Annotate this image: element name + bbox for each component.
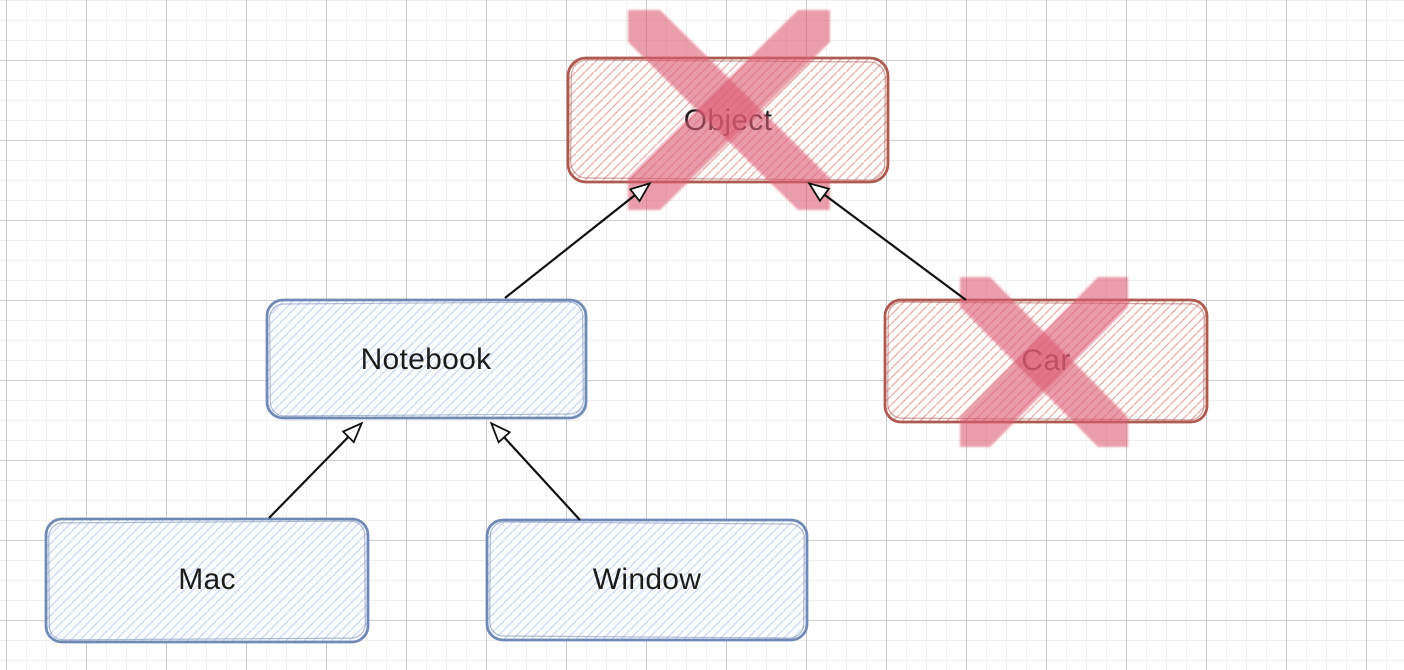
arrow-mac-to-notebook[interactable] xyxy=(268,424,361,519)
node-window-label[interactable]: Window xyxy=(592,563,702,596)
node-notebook[interactable] xyxy=(265,298,588,420)
node-notebook-label[interactable]: Notebook xyxy=(360,343,492,376)
cross-out-car-icon[interactable] xyxy=(960,277,1128,447)
node-mac-shape[interactable] xyxy=(44,517,370,644)
arrow-window-to-notebook[interactable] xyxy=(492,424,581,521)
node-mac[interactable] xyxy=(44,517,370,644)
node-notebook-sketch-stroke xyxy=(269,301,584,417)
node-window[interactable] xyxy=(485,518,809,642)
cross-bar-falling xyxy=(628,10,830,210)
arrow-notebook-to-object[interactable] xyxy=(504,184,649,299)
cross-out-object-icon[interactable] xyxy=(628,10,830,210)
node-object-sketch-stroke xyxy=(570,59,886,181)
node-window-shape[interactable] xyxy=(485,518,809,642)
arrow-car-to-object[interactable] xyxy=(810,184,967,301)
node-window-sketch-stroke xyxy=(489,521,805,639)
node-mac-sketch-stroke xyxy=(48,520,366,641)
edges xyxy=(268,184,967,521)
node-car-sketch-stroke xyxy=(887,301,1205,421)
cross-bar-falling xyxy=(960,277,1128,447)
node-notebook-shape[interactable] xyxy=(265,298,588,420)
node-mac-label[interactable]: Mac xyxy=(178,563,236,596)
